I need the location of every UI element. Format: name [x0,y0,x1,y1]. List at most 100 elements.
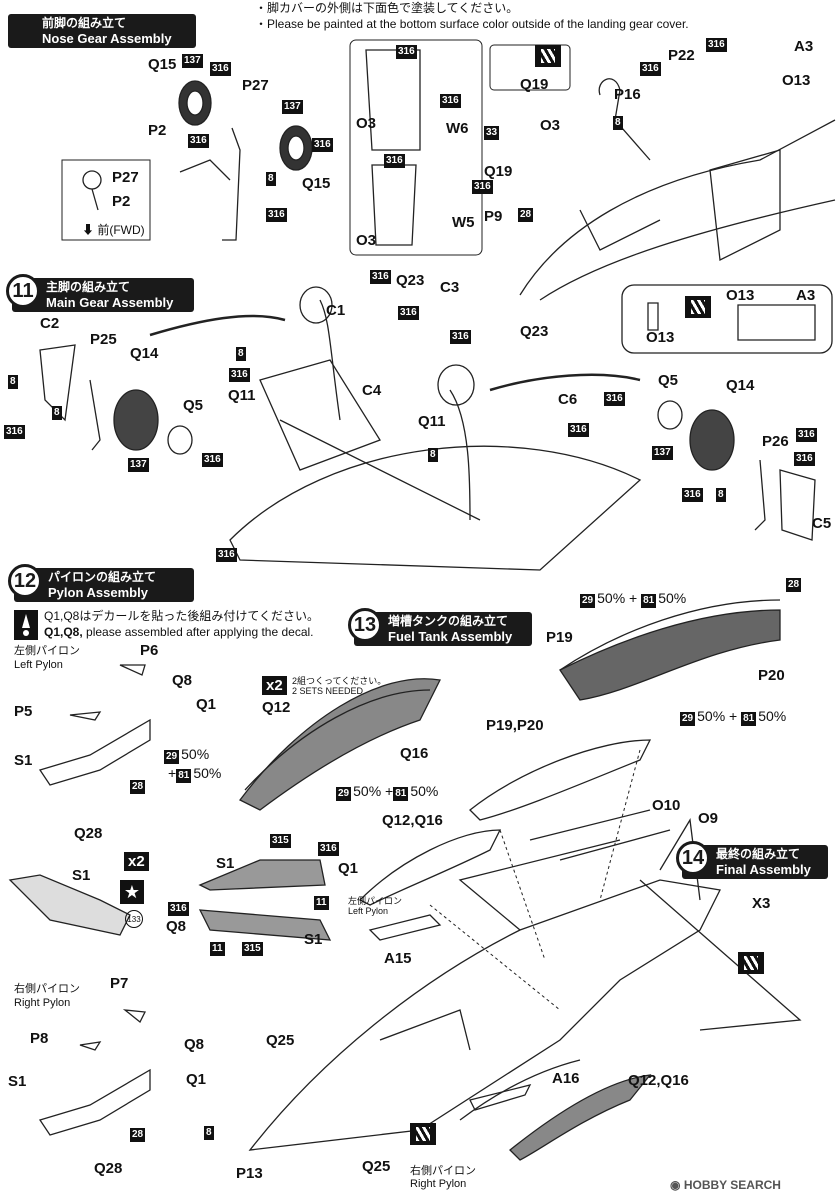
color-code: 81 [393,787,409,801]
part-label: Q5 [183,397,204,414]
mix-ratio: 50% [658,590,687,606]
x2-badge-pylon: x2 [124,852,149,871]
color-code: 8 [613,116,623,130]
color-code: 316 [472,180,493,194]
right-pylon-en-a: Right Pylon [14,997,71,1009]
color-code: 81 [176,769,192,783]
right-pylon-en-b: Right Pylon [410,1178,467,1190]
part-label: Q25 [266,1032,295,1049]
step-13-number: 13 [348,608,382,642]
part-label: C6 [558,391,578,408]
color-code: 33 [484,126,500,140]
part-label: O3 [540,117,561,134]
part-label: Q12 [262,699,291,716]
mix-plus: + [168,765,177,781]
color-code: 316 [604,392,625,406]
nose-gear-strut-drawing [222,127,241,241]
part-label: A15 [384,950,412,967]
paint-scheme-icon [535,45,561,67]
color-code: 81 [741,712,757,726]
color-code: 28 [130,780,146,794]
part-label: Q12,Q16 [628,1072,689,1089]
step-13-banner: 13 増槽タンクの組み立て Fuel Tank Assembly [348,608,532,646]
mix-ratio: 50% [410,783,439,799]
part-label: O13 [726,287,755,304]
part-label: Q11 [228,387,256,404]
color-code: 316 [450,330,471,344]
part-label: P5 [14,703,33,720]
color-code: 316 [682,488,703,502]
part-label: P19 [546,629,573,646]
part-label: S1 [72,867,91,884]
part-label: Q12,Q16 [382,812,443,829]
part-label: Q14 [726,377,755,394]
part-label: P6 [140,642,159,659]
part-label: P22 [668,47,695,64]
mix-ratio: 50% + [353,783,394,799]
mix-ratio: 50% [758,708,787,724]
part-label: O9 [698,810,719,827]
step-14-title-en: Final Assembly [716,862,811,877]
part-label: P7 [110,975,129,992]
left-pylon-jp-b: 左側パイロン [348,896,403,906]
watermark-logo-icon: ◉ [670,1178,681,1192]
color-code: 81 [641,594,657,608]
part-label: Q8 [172,672,193,689]
decal-note-parts: Q1,Q8, [44,625,83,639]
part-label: P16 [614,86,641,103]
step-12-title-jp: パイロンの組み立て [48,570,157,584]
part-label: W5 [452,214,475,231]
part-label: O3 [356,232,377,249]
color-code: 316 [168,902,189,916]
color-code: 316 [640,62,661,76]
paint-scheme-icon [738,952,764,974]
part-label: C1 [326,302,346,319]
color-code: 8 [8,375,18,389]
color-code: 8 [204,1126,214,1140]
color-code: 316 [4,425,25,439]
color-code: 137 [282,100,303,114]
watermark-text: HOBBY SEARCH [683,1178,781,1192]
color-code: 8 [52,406,62,420]
fwd-label: 前(FWD) [97,223,145,237]
part-label: P20 [758,667,785,684]
color-code: 29 [164,750,180,764]
part-label: O3 [356,115,377,132]
part-label: P8 [30,1030,49,1047]
step-13-title-jp: 増槽タンクの組み立て [388,614,509,628]
step-10-title-jp: 前脚の組み立て [42,16,127,30]
color-code: 28 [786,578,802,592]
part-label: Q23 [396,272,425,289]
main-wheel-left-drawing [113,389,159,451]
paint-note-en: ・Please be painted at the bottom surface… [255,17,689,31]
part-label: S1 [304,931,323,948]
part-label: P9 [484,208,503,225]
color-code: 315 [242,942,263,956]
part-label: Q23 [520,323,549,340]
part-label: Q25 [362,1158,391,1175]
color-code: 316 [370,270,391,284]
part-label: Q5 [658,372,679,389]
paint-note-jp: ・脚カバーの外側は下面色で塗装してください。 [255,1,519,15]
mix-ratio: 50% + [697,708,738,724]
part-label: Q19 [484,163,513,180]
part-label: C5 [812,515,832,532]
part-label: Q28 [94,1160,123,1177]
mix-ratio: 50% [193,765,222,781]
step-12-number: 12 [8,564,42,598]
color-code: 316 [568,423,589,437]
part-label: C3 [440,279,460,296]
color-code: 316 [384,154,405,168]
color-code: 316 [266,208,287,222]
mix-ratio: 50% + [597,590,638,606]
part-label: O10 [652,797,681,814]
part-label: A3 [794,38,814,55]
color-code: 316 [440,94,461,108]
part-label: P2 [112,193,131,210]
step-10-title-en: Nose Gear Assembly [42,31,172,46]
glue-brush-icon [14,610,38,640]
color-code: 137 [652,446,673,460]
color-code: 316 [210,62,231,76]
color-code: 11 [210,942,225,956]
